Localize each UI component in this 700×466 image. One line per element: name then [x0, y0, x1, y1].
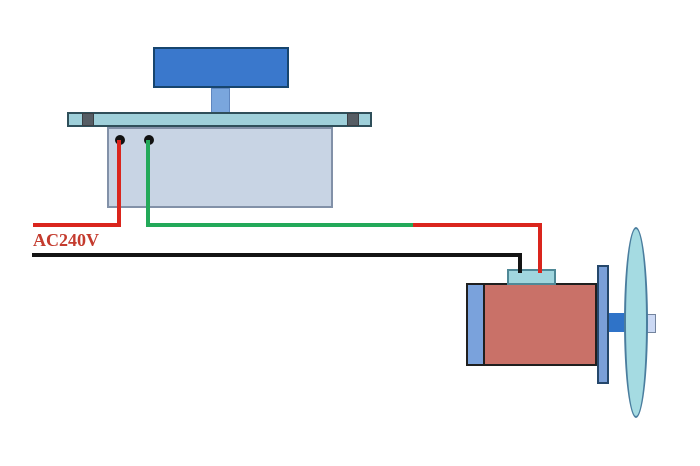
motor-live-wire-vertical-segment — [538, 223, 542, 273]
timer-mounting-plate — [67, 112, 372, 127]
live-wire-vertical-segment — [117, 140, 121, 227]
fan-blade — [624, 227, 648, 418]
switched-wire-horizontal-segment — [146, 223, 413, 227]
power-supply-label: AC240V — [33, 230, 99, 250]
timer-knob — [153, 47, 289, 88]
motor-terminal-box — [507, 269, 556, 285]
neutral-wire-horizontal-segment — [32, 253, 522, 257]
mounting-screw-left — [82, 113, 94, 126]
mounting-screw-right — [347, 113, 359, 126]
timer-body — [107, 127, 333, 208]
switched-wire-vertical-segment — [146, 140, 150, 227]
timer-knob-stem — [211, 88, 230, 113]
live-wire-horizontal-segment — [33, 223, 121, 227]
motor-body — [466, 283, 597, 366]
motor-live-wire-horizontal-segment — [413, 223, 542, 227]
motor-shaft — [609, 313, 626, 332]
motor-bracket — [597, 265, 609, 384]
neutral-wire-vertical-segment — [518, 253, 522, 273]
motor-end-cap — [468, 285, 485, 364]
